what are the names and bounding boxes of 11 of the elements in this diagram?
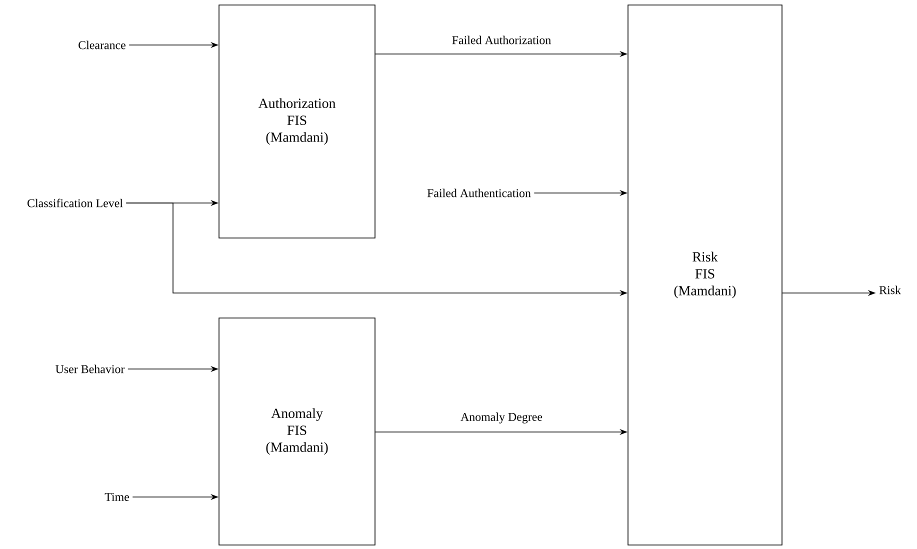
- output-label: Risk: [879, 286, 901, 294]
- fis-box: Authorization FIS (Mamdani): [218, 4, 376, 238]
- edge-label: Anomaly Degree: [460, 412, 544, 424]
- input-label: Classification Level: [28, 198, 123, 208]
- input-label: Clearance: [78, 40, 126, 50]
- edge-label: Failed Authorization: [450, 34, 552, 46]
- fis-box: Anomaly FIS (Mamdani): [218, 318, 376, 546]
- input-label: Failed Authentication: [427, 188, 531, 198]
- fis-box: Risk FIS (Mamdani): [628, 4, 782, 546]
- input-label: Time: [104, 492, 129, 501]
- input-label: User Behavior: [56, 364, 125, 374]
